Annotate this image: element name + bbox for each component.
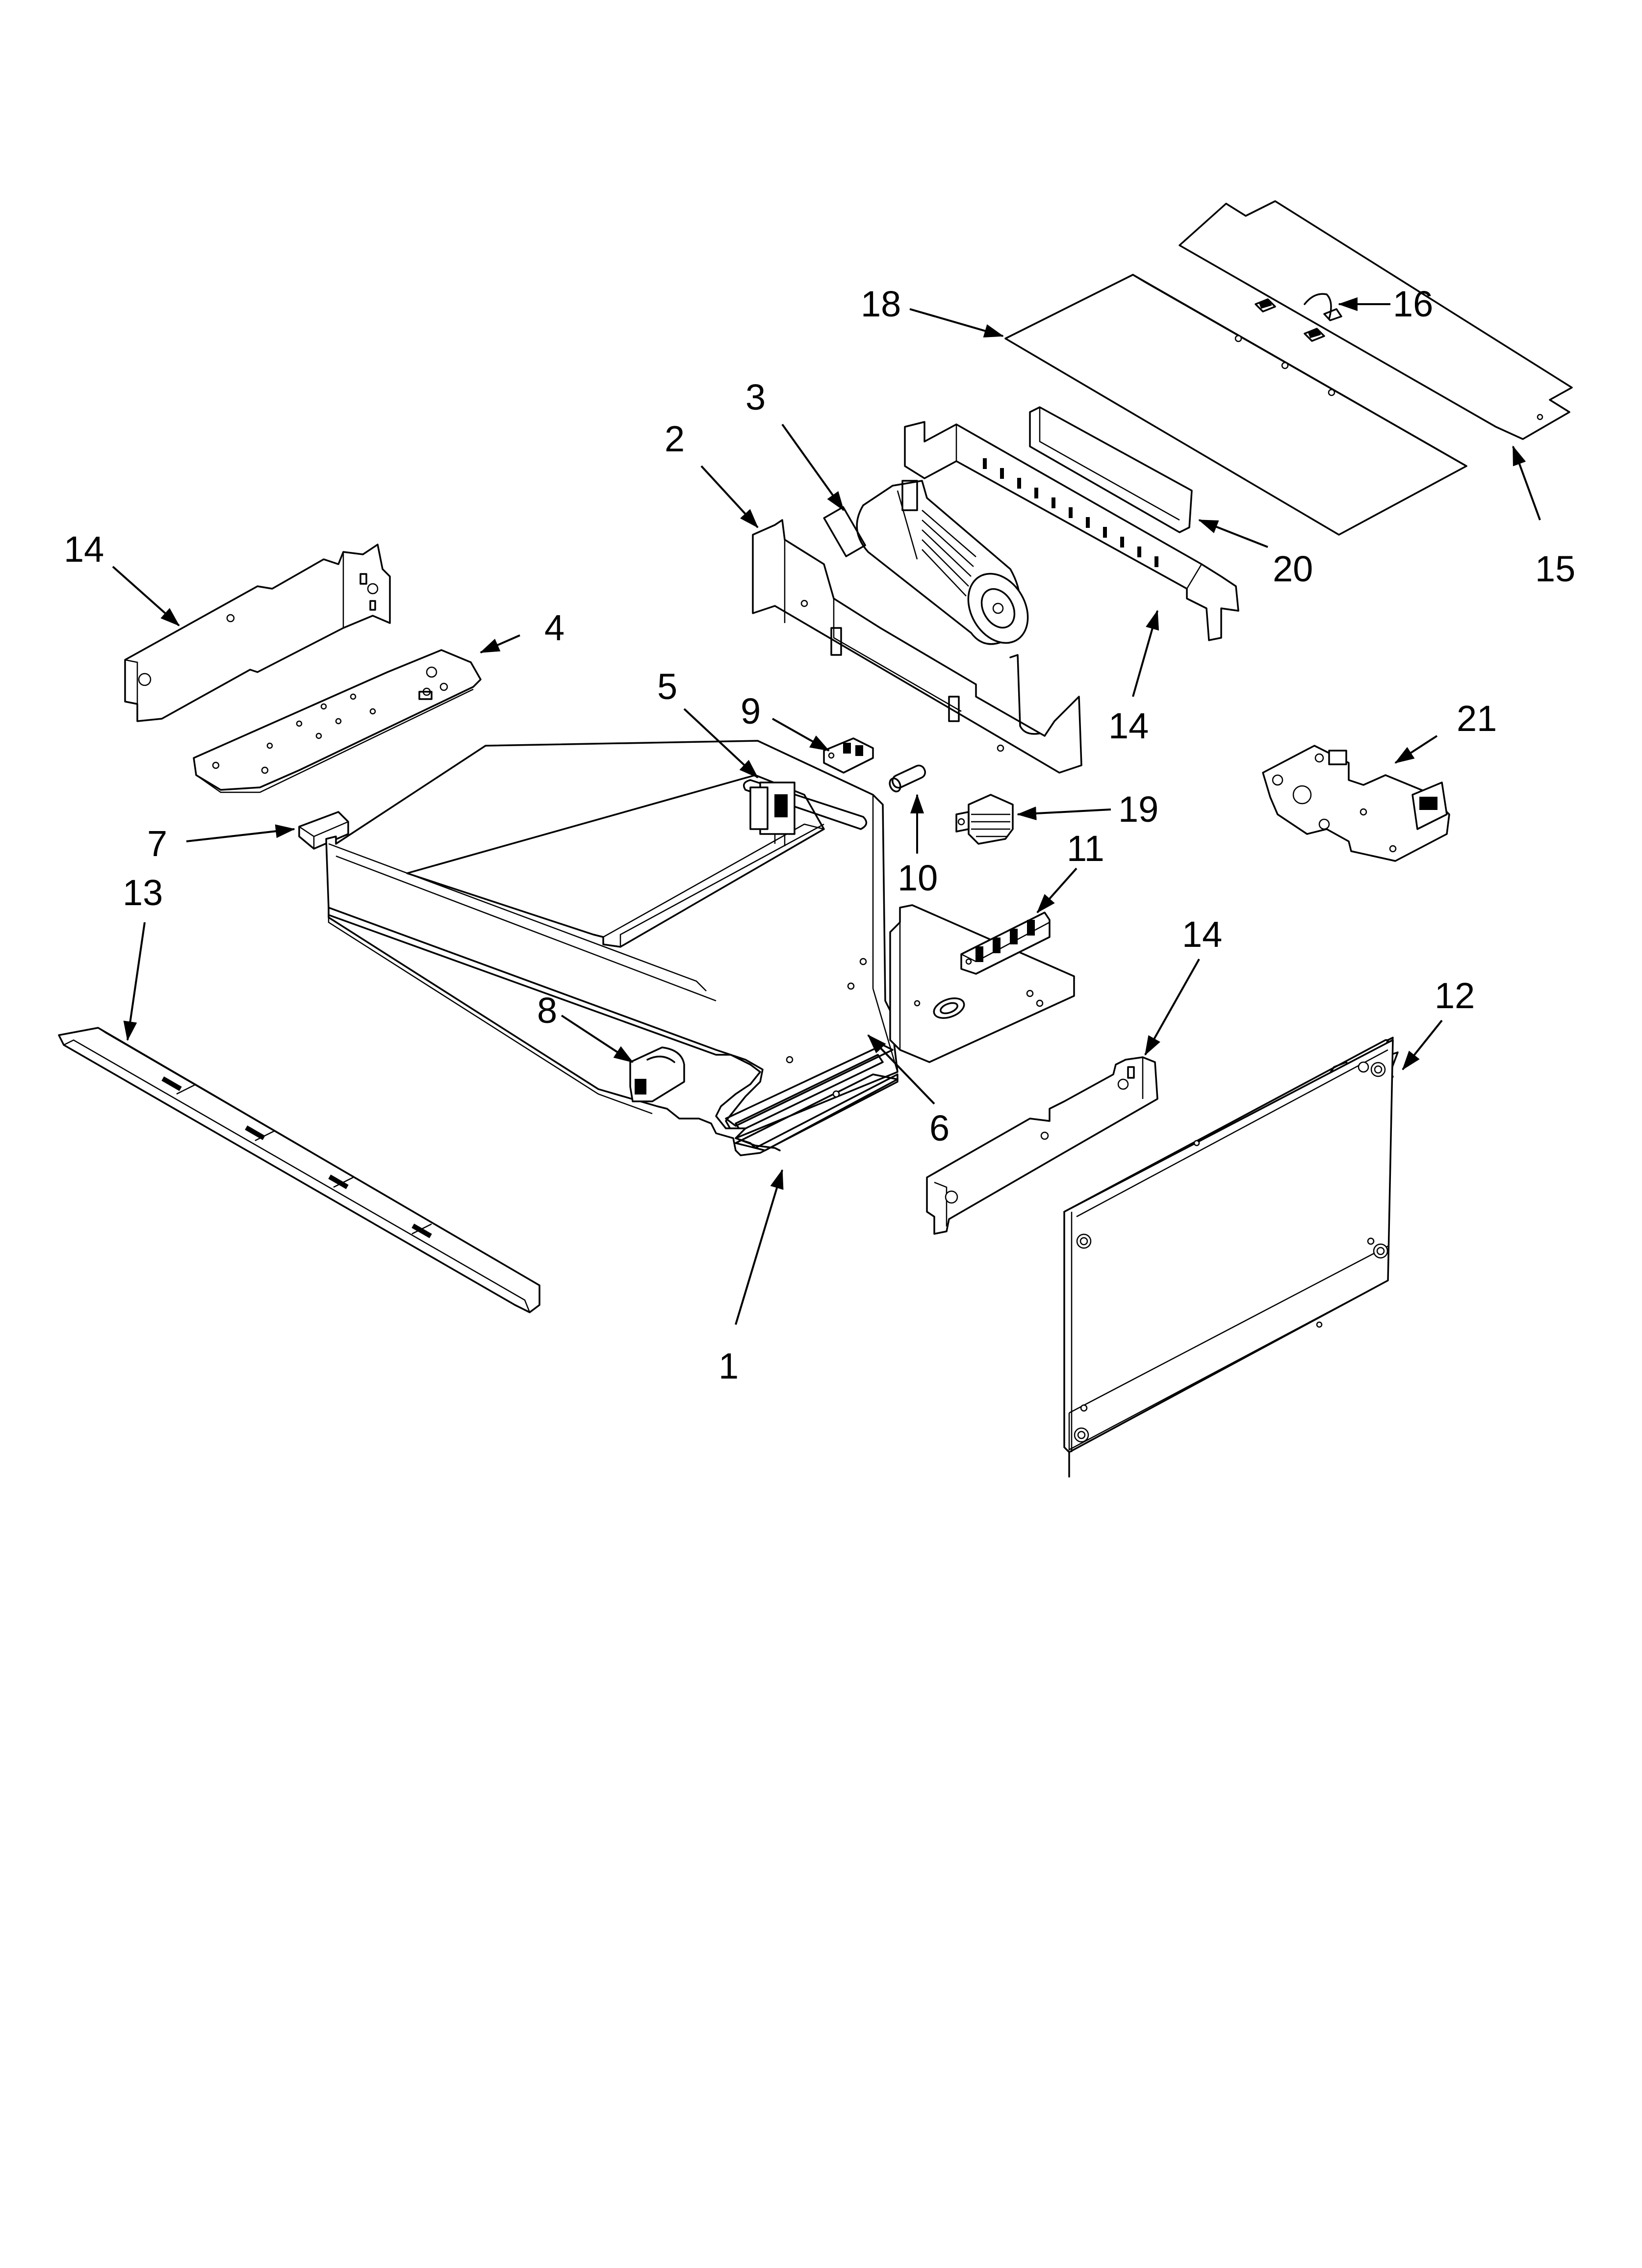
side-panel	[1063, 1037, 1399, 1478]
bottom-support-plate	[889, 904, 1075, 1063]
callout-17: 16	[1393, 284, 1433, 324]
leader-15	[1132, 610, 1159, 697]
callout-leaders	[112, 297, 1541, 1325]
leader-8	[561, 1015, 634, 1063]
oven-top-liner	[325, 740, 898, 1139]
callout-19: 19	[1118, 789, 1158, 830]
callout-12: 12	[1435, 975, 1475, 1016]
leader-14a	[112, 566, 180, 626]
callout-15: 14	[1108, 705, 1149, 746]
top-cover-panel	[1179, 200, 1573, 440]
callout-16: 15	[1535, 548, 1575, 589]
fuse	[889, 764, 926, 793]
leader-11	[1036, 867, 1078, 913]
leader-20	[1198, 519, 1268, 548]
callout-18: 18	[861, 284, 901, 324]
leader-4	[480, 634, 520, 653]
callout-6: 6	[929, 1108, 949, 1148]
small-switch	[298, 811, 349, 850]
terminal-block-small	[823, 737, 874, 774]
leader-1	[735, 1169, 784, 1325]
callout-1: 1	[718, 1346, 739, 1386]
blower-fan	[823, 480, 1029, 645]
callout-5: 5	[657, 666, 677, 707]
leader-12	[1402, 1019, 1443, 1070]
callout-20: 20	[1273, 548, 1313, 589]
leader-18	[909, 308, 1004, 338]
leader-2	[700, 465, 759, 528]
leader-3	[781, 423, 845, 511]
clip	[1255, 293, 1342, 342]
leader-9	[772, 718, 830, 752]
leader-19	[1017, 807, 1111, 820]
callout-2: 2	[665, 418, 685, 459]
callout-9: 9	[741, 691, 761, 731]
front-trim-strip	[58, 1027, 540, 1313]
gasket-strip	[1029, 406, 1193, 533]
rear-bracket-slots	[983, 458, 1158, 567]
callout-7: 7	[147, 823, 167, 864]
side-bracket-right	[926, 1056, 1158, 1235]
callout-labels: 18 16 15 3 2 20 14 14 4 5 9 10 19 21 7 1…	[64, 284, 1575, 1386]
leader-21	[1394, 735, 1438, 764]
callout-13: 13	[123, 872, 163, 913]
callout-21: 21	[1457, 698, 1497, 739]
transformer	[955, 794, 1014, 845]
door-switch	[629, 1046, 685, 1102]
terminal-strip	[960, 912, 1051, 975]
rear-bracket	[904, 421, 1239, 641]
callout-4: 4	[544, 607, 564, 648]
leader-6	[867, 1034, 935, 1105]
relay	[749, 782, 795, 846]
callout-11: 11	[1067, 828, 1104, 869]
callout-8: 8	[537, 990, 557, 1031]
duct-cover	[1004, 274, 1467, 536]
leader-14b	[1144, 959, 1200, 1056]
callout-14-left: 14	[64, 529, 104, 570]
callout-10: 10	[898, 858, 938, 898]
leader-16	[1512, 445, 1541, 521]
callout-3: 3	[745, 377, 766, 417]
leader-7	[186, 824, 295, 842]
control-board	[1262, 745, 1450, 862]
callout-14-right: 14	[1182, 914, 1222, 955]
leader-13	[123, 922, 146, 1041]
mounting-plate	[193, 649, 482, 793]
side-bracket-left	[124, 544, 391, 722]
leader-5	[683, 708, 759, 779]
fan-housing-bracket	[752, 519, 1082, 774]
oven-frame-bottom	[328, 907, 898, 1156]
